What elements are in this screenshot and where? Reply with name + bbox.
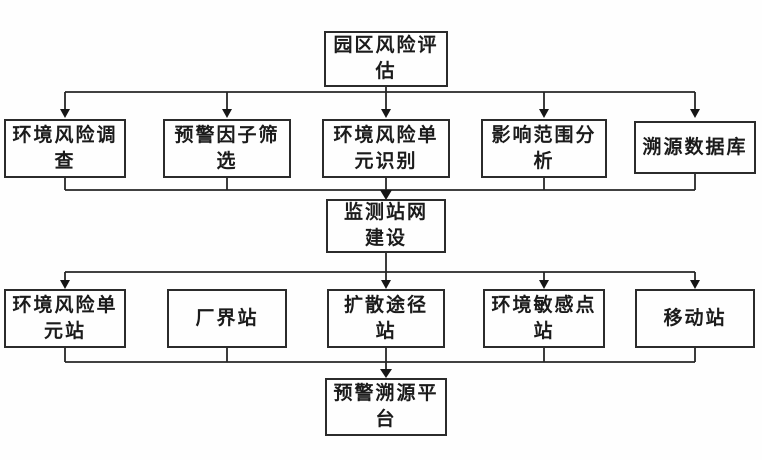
node-park-risk-assessment: 园区风险评估 (324, 31, 448, 87)
node-label-env-risk-survey: 环境风险调查 (12, 124, 118, 172)
arrowhead-icon (690, 109, 700, 118)
node-monitoring-station-network-construction: 监测站网建设 (326, 199, 446, 253)
arrowhead-icon (380, 190, 392, 200)
arrowhead-icon (60, 109, 70, 118)
arrowhead-icon (539, 280, 549, 289)
node-diffusion-path-station: 扩散途径站 (327, 289, 445, 348)
arrowhead-icon (539, 109, 549, 118)
node-env-sensitive-point-station: 环境敏感点站 (483, 289, 605, 348)
node-label-monitoring-station-network-construction: 监测站网建设 (343, 202, 428, 249)
node-label-env-risk-unit-identification: 环境风险单元识别 (333, 124, 439, 172)
node-label-park-risk-assessment: 园区风险评估 (333, 35, 439, 82)
node-label-mobile-station: 移动站 (663, 307, 727, 329)
node-factory-boundary-station: 厂界站 (167, 289, 287, 348)
arrowhead-icon (60, 280, 70, 289)
node-label-diffusion-path-station: 扩散途径站 (343, 294, 428, 342)
arrowhead-icon (381, 109, 391, 118)
node-env-risk-unit-station: 环境风险单元站 (4, 289, 126, 348)
node-impact-scope-analysis: 影响范围分析 (481, 119, 607, 178)
node-label-env-risk-unit-station: 环境风险单元站 (12, 294, 118, 342)
node-label-env-sensitive-point-station: 环境敏感点站 (491, 294, 597, 342)
node-warning-traceability-platform: 预警溯源平台 (325, 378, 447, 436)
node-label-factory-boundary-station: 厂界站 (195, 307, 259, 329)
node-label-traceability-database: 溯源数据库 (642, 136, 748, 158)
node-label-warning-factor-screening: 预警因子筛选 (174, 124, 280, 172)
node-warning-factor-screening: 预警因子筛选 (163, 119, 291, 178)
arrowhead-icon (380, 369, 392, 378)
node-mobile-station: 移动站 (635, 289, 755, 348)
node-env-risk-survey: 环境风险调查 (4, 119, 126, 178)
node-label-impact-scope-analysis: 影响范围分析 (491, 124, 597, 172)
node-traceability-database: 溯源数据库 (634, 121, 756, 174)
arrowhead-icon (222, 109, 232, 118)
node-env-risk-unit-identification: 环境风险单元识别 (322, 119, 450, 178)
arrowhead-icon (381, 280, 391, 289)
node-label-warning-traceability-platform: 预警溯源平台 (333, 383, 439, 430)
arrowhead-icon (690, 280, 700, 289)
